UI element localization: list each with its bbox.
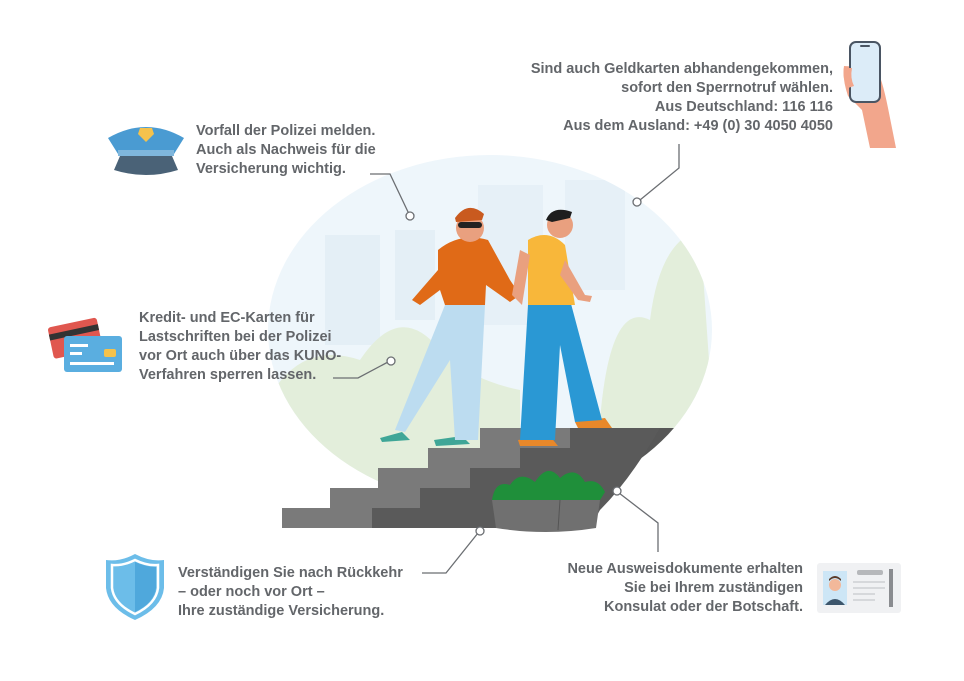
tip-card-blocking: Kredit- und EC-Karten für Lastschriften …: [139, 310, 342, 383]
police-cap-icon: [104, 120, 188, 178]
tip-police-report: Vorfall der Polizei melden. Auch als Nac…: [196, 123, 376, 177]
id-card-icon: [817, 563, 901, 613]
tip-notify-insurance: Verständigen Sie nach Rückkehr – oder no…: [178, 565, 403, 619]
tip-emergency-hotline: Sind auch Geldkarten abhandengekommen, s…: [530, 61, 833, 134]
tip-new-id-documents: Neue Ausweisdokumente erhalten Sie bei I…: [567, 561, 803, 615]
credit-cards-icon: [46, 312, 124, 372]
phone-in-hand-icon: [840, 38, 900, 150]
shield-icon: [104, 552, 166, 622]
